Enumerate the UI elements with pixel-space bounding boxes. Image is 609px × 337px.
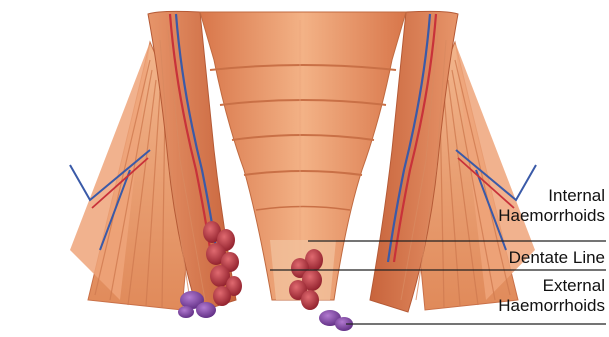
internal-label-line2: Haemorrhoids: [498, 206, 605, 226]
dentate-label-text: Dentate Line: [509, 248, 605, 268]
external-label-line1: External: [498, 276, 605, 296]
internal-haemorrhoids-label: Internal Haemorrhoids: [498, 186, 605, 226]
right-external-haemorrhoid: [319, 310, 353, 331]
dentate-line-label: Dentate Line: [509, 248, 605, 268]
external-haemorrhoids-label: External Haemorrhoids: [498, 276, 605, 316]
external-label-line2: Haemorrhoids: [498, 296, 605, 316]
internal-label-line1: Internal: [498, 186, 605, 206]
